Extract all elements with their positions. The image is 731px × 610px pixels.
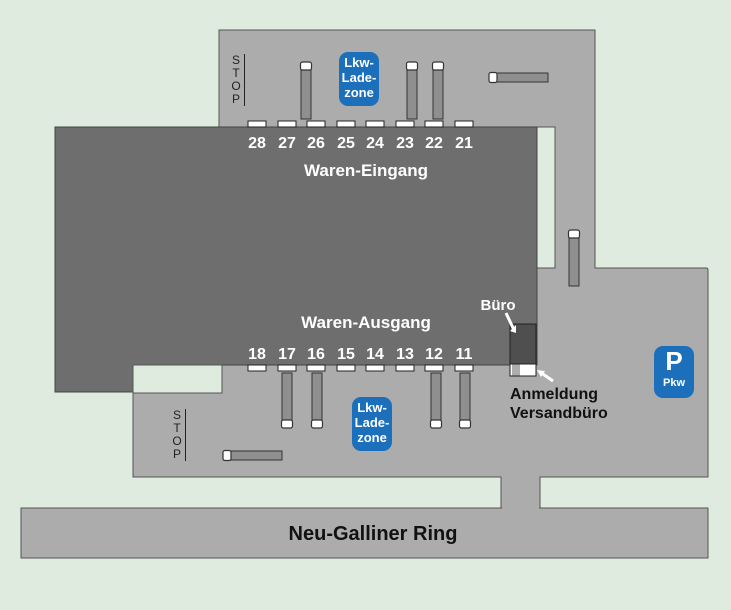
dock-door xyxy=(306,364,326,372)
dock-door xyxy=(247,364,267,372)
registration-label-2: Versandbüro xyxy=(510,405,608,422)
truck-icon xyxy=(429,372,443,429)
dock-number: 16 xyxy=(307,346,325,363)
road-label: Neu-Galliner Ring xyxy=(289,523,458,545)
truck-icon xyxy=(458,372,472,429)
dock-number: 18 xyxy=(248,346,266,363)
dock-door xyxy=(277,364,297,372)
dock-door xyxy=(424,120,444,128)
outgoing-label: Waren-Ausgang xyxy=(301,313,431,332)
loading-zone-lower: Lkw- Lade- zone xyxy=(352,397,392,451)
office-label: Büro xyxy=(481,297,516,314)
parking-caption: Pkw xyxy=(662,377,685,389)
dock-door xyxy=(277,120,297,128)
registration-booth xyxy=(509,363,537,377)
loading-zone-text: Lkw- xyxy=(357,400,387,415)
truck-icon xyxy=(222,449,283,462)
truck-icon xyxy=(567,229,581,287)
dock-number: 26 xyxy=(307,135,325,152)
dock-door xyxy=(336,364,356,372)
loading-zone-text: zone xyxy=(357,430,387,445)
parking-icon: P xyxy=(665,346,683,376)
registration-label-1: Anmeldung xyxy=(510,386,598,403)
green-strip xyxy=(536,126,556,269)
truck-icon xyxy=(310,372,324,429)
dock-number: 13 xyxy=(396,346,414,363)
office-arrow-icon xyxy=(504,312,516,331)
loading-zone-text: Lkw- xyxy=(344,55,374,70)
loading-zone-upper: Lkw- Lade- zone xyxy=(339,52,379,106)
dock-door xyxy=(247,120,267,128)
green-cutout xyxy=(132,364,223,394)
road xyxy=(20,507,709,559)
dock-door xyxy=(365,120,385,128)
dock-door xyxy=(306,120,326,128)
dock-number: 15 xyxy=(337,346,355,363)
dock-number: 17 xyxy=(278,346,296,363)
loading-zone-text: zone xyxy=(344,85,374,100)
dock-door xyxy=(454,364,474,372)
parking-sign: P Pkw xyxy=(654,346,694,398)
dock-door xyxy=(336,120,356,128)
dock-door xyxy=(424,364,444,372)
dock-number: 27 xyxy=(278,135,296,152)
dock-number: 22 xyxy=(425,135,443,152)
truck-icon xyxy=(431,61,445,120)
dock-door xyxy=(365,364,385,372)
truck-icon xyxy=(280,372,294,429)
dock-door xyxy=(395,120,415,128)
dock-door xyxy=(454,120,474,128)
incoming-label: Waren-Eingang xyxy=(304,161,428,180)
dock-number: 11 xyxy=(456,346,473,363)
truck-icon xyxy=(299,61,313,120)
dock-number: 25 xyxy=(337,135,355,152)
dock-number: 21 xyxy=(455,135,473,152)
dock-number: 12 xyxy=(425,346,443,363)
truck-icon xyxy=(405,61,419,120)
dock-door xyxy=(395,364,415,372)
dock-number: 24 xyxy=(366,135,384,152)
loading-zone-text: Lade- xyxy=(341,70,377,85)
dock-number: 28 xyxy=(248,135,266,152)
dock-number: 14 xyxy=(366,346,384,363)
loading-zone-text: Lade- xyxy=(354,415,390,430)
dock-number: 23 xyxy=(396,135,414,152)
truck-icon xyxy=(488,71,549,84)
